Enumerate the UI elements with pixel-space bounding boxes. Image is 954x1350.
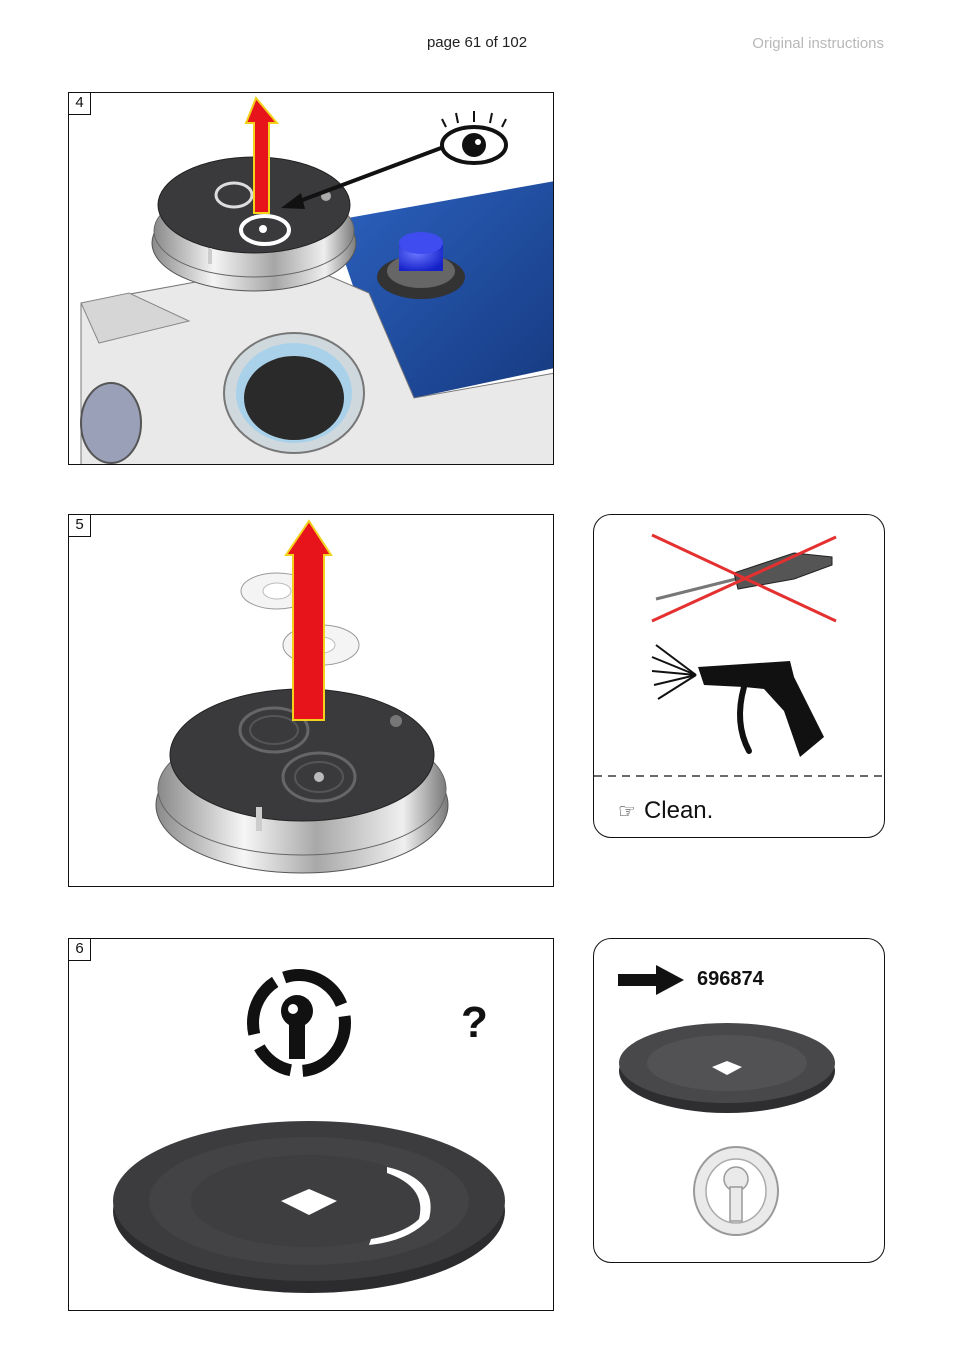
- lift-arrow: [284, 519, 333, 721]
- step-number: 5: [69, 515, 91, 537]
- cleaning-illustration: [594, 533, 884, 777]
- page-number: page 61 of 102: [426, 34, 528, 51]
- question-mark: ?: [461, 998, 488, 1047]
- step-number: 6: [69, 939, 91, 961]
- spare-part-box: 696874: [593, 938, 885, 1263]
- seal-disc-icon: [619, 1023, 835, 1113]
- step-number: 4: [69, 93, 91, 115]
- cleaning-box: ☞ Clean.: [593, 514, 885, 838]
- clean-instruction: ☞ Clean.: [618, 797, 713, 825]
- pointing-hand-icon: ☞: [618, 799, 636, 823]
- step-4-panel: 4: [68, 92, 554, 465]
- step-5-illustration: [155, 519, 449, 874]
- lift-arrow: [244, 96, 280, 214]
- step-6-illustration: ?: [113, 969, 505, 1293]
- clean-text: Clean.: [643, 797, 714, 824]
- arrow-right-icon: [618, 965, 684, 995]
- no-brush-icon: [651, 533, 837, 623]
- eye-icon: [440, 111, 508, 165]
- port-opening: [244, 356, 344, 440]
- keyhole-washer-icon: [693, 1146, 779, 1236]
- document-status: Original instructions: [752, 35, 884, 52]
- step-5-panel: 5: [68, 514, 554, 887]
- blue-button: [399, 232, 443, 254]
- part-number: 696874: [697, 968, 764, 990]
- step-4-illustration: [80, 96, 553, 464]
- step-6-panel: 6 ?: [68, 938, 554, 1311]
- damaged-washer-icon: [247, 969, 351, 1077]
- spare-part-illustration: [618, 965, 835, 1236]
- air-gun-icon: [651, 644, 824, 757]
- crack: [369, 1167, 431, 1245]
